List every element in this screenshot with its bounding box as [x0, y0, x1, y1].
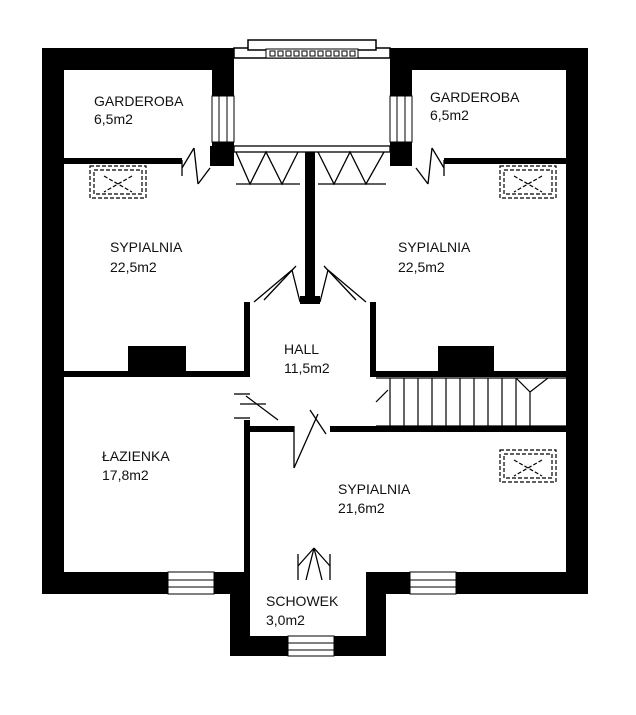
- schowek-name: SCHOWEK: [266, 593, 339, 609]
- hall-area: 11,5m2: [284, 360, 330, 376]
- room-labels: GARDEROBA 6,5m2 GARDEROBA 6,5m2 SYPIALNI…: [94, 89, 520, 628]
- garderoba-left-area: 6,5m2: [94, 111, 133, 127]
- bay-window: [233, 39, 391, 59]
- sypialnia-left-name: SYPIALNIA: [110, 239, 183, 255]
- doors: [181, 147, 445, 581]
- sypialnia-bottom-name: SYPIALNIA: [338, 481, 411, 497]
- hall-name: HALL: [284, 341, 319, 357]
- outer-windows: [167, 571, 457, 657]
- skylights: [89, 165, 557, 483]
- sypialnia-bottom-area: 21,6m2: [338, 500, 385, 516]
- sypialnia-right-area: 22,5m2: [398, 259, 445, 275]
- garderoba-right-area: 6,5m2: [430, 107, 469, 123]
- garderoba-right-name: GARDEROBA: [430, 89, 520, 105]
- sypialnia-right-name: SYPIALNIA: [398, 239, 471, 255]
- sypialnia-left-area: 22,5m2: [110, 259, 157, 275]
- lazienka-area: 17,8m2: [102, 467, 149, 483]
- bay-side-windows: [211, 95, 413, 143]
- stairs: [375, 377, 566, 427]
- bay-folding-doors: [233, 145, 391, 186]
- lazienka-name: ŁAZIENKA: [102, 448, 170, 464]
- inner-walls: [64, 146, 566, 572]
- schowek-area: 3,0m2: [266, 612, 305, 628]
- garderoba-left-name: GARDEROBA: [94, 93, 184, 109]
